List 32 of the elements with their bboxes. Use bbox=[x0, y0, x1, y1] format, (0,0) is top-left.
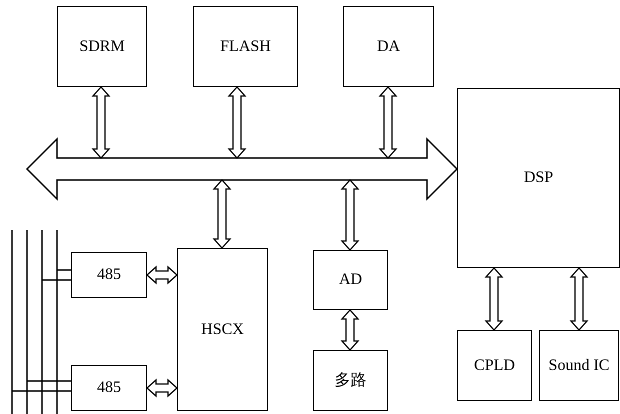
component-label: HSCX bbox=[201, 320, 244, 338]
component-box bbox=[539, 330, 619, 401]
double-arrow bbox=[228, 86, 246, 159]
double-arrow bbox=[340, 179, 360, 251]
double-arrow bbox=[340, 309, 360, 351]
component-box bbox=[313, 350, 388, 411]
double-arrow bbox=[146, 378, 178, 398]
component-label: Sound IC bbox=[548, 356, 610, 374]
double-arrow bbox=[378, 86, 398, 159]
double-arrow bbox=[484, 267, 504, 331]
component-box bbox=[57, 6, 147, 87]
component-label: AD bbox=[338, 271, 362, 289]
component-box bbox=[193, 6, 298, 87]
component-box bbox=[343, 6, 434, 87]
double-arrow bbox=[146, 266, 178, 284]
component-box bbox=[457, 88, 620, 268]
component-label: DA bbox=[376, 38, 400, 56]
double-arrow bbox=[212, 179, 232, 249]
component-box bbox=[457, 330, 532, 401]
component-box bbox=[177, 248, 268, 411]
component-box bbox=[313, 250, 388, 310]
component-box bbox=[71, 365, 147, 411]
double-arrow bbox=[92, 86, 110, 159]
component-label: SDRM bbox=[79, 38, 125, 56]
component-label: 多路 bbox=[334, 371, 366, 391]
double-arrow bbox=[570, 267, 588, 331]
component-label: 485 bbox=[97, 379, 121, 397]
component-label: CPLD bbox=[474, 356, 515, 374]
component-label: 485 bbox=[97, 266, 121, 284]
component-label: DSP bbox=[524, 169, 554, 187]
component-label: FLASH bbox=[220, 38, 271, 56]
component-box bbox=[71, 252, 147, 298]
